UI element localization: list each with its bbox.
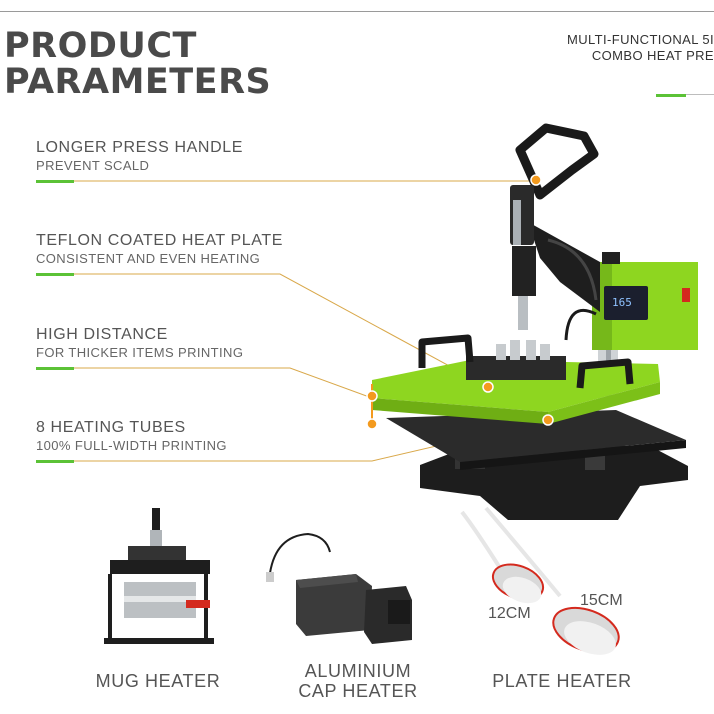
control-knob bbox=[602, 252, 620, 264]
page-title-line1: PRODUCT bbox=[4, 26, 197, 66]
feature-title: HIGH DISTANCE bbox=[36, 326, 168, 343]
platen-mount-plate bbox=[466, 356, 566, 380]
platen-handle-left bbox=[418, 334, 474, 368]
feature-heat-plate: TEFLON COATED HEAT PLATE CONSISTENT AND … bbox=[36, 232, 283, 267]
power-switch-icon bbox=[682, 288, 690, 302]
lower-platen-edge bbox=[460, 440, 686, 470]
mug-heater-label: MUG HEATER bbox=[95, 671, 221, 691]
product-subtitle: MULTI-FUNCTIONAL 5I COMBO HEAT PRE bbox=[544, 32, 714, 64]
mug-heater-illustration bbox=[104, 508, 214, 644]
control-display-readout: 165 bbox=[612, 296, 632, 309]
feature-underline bbox=[36, 180, 74, 183]
feature-title: 8 HEATING TUBES bbox=[36, 419, 186, 436]
callout-dot-handle bbox=[530, 174, 542, 186]
platen-springs bbox=[496, 340, 550, 360]
upper-platen-side bbox=[548, 382, 660, 424]
upper-platen bbox=[372, 360, 660, 412]
feature-subtitle: PREVENT SCALD bbox=[36, 158, 150, 173]
upper-arm bbox=[528, 222, 600, 312]
callout-dot-distance-lower bbox=[366, 418, 378, 430]
callout-dot-distance bbox=[366, 390, 378, 402]
plate-size-large: 15CM bbox=[580, 592, 623, 609]
plate-heater-label: PLATE HEATER bbox=[492, 671, 632, 691]
screw-housing bbox=[512, 246, 536, 296]
product-subtitle-line1: MULTI-FUNCTIONAL 5I bbox=[567, 32, 714, 47]
feature-subtitle: 100% FULL-WIDTH PRINTING bbox=[36, 438, 227, 453]
feature-subtitle: CONSISTENT AND EVEN HEATING bbox=[36, 251, 261, 266]
power-cable bbox=[564, 308, 597, 341]
feature-subtitle: FOR THICKER ITEMS PRINTING bbox=[36, 345, 244, 360]
product-subtitle-line2: COMBO HEAT PRE bbox=[591, 48, 714, 63]
feature-title: LONGER PRESS HANDLE bbox=[36, 139, 244, 156]
feature-press-handle: LONGER PRESS HANDLE PREVENT SCALD bbox=[36, 139, 243, 174]
control-display-bezel bbox=[604, 286, 648, 320]
plate-heater-illustration bbox=[460, 506, 620, 655]
cap-heater-label-line2: CAP HEATER bbox=[298, 681, 418, 701]
callout-dot-plate bbox=[482, 381, 494, 393]
handle-link-chrome bbox=[513, 200, 521, 245]
page-title-line2: PARAMETERS bbox=[4, 62, 272, 102]
lower-platen bbox=[386, 410, 686, 462]
callout-dot-tubes bbox=[542, 414, 554, 426]
feature-underline bbox=[36, 460, 74, 463]
press-handle bbox=[515, 123, 599, 200]
feature-underline bbox=[36, 367, 74, 370]
cap-heater-label: ALUMINIUM CAP HEATER bbox=[290, 661, 426, 701]
pressure-screw bbox=[518, 296, 528, 330]
platen-handle-right bbox=[576, 358, 634, 389]
top-divider bbox=[0, 11, 714, 12]
feature-high-distance: HIGH DISTANCE FOR THICKER ITEMS PRINTING bbox=[36, 326, 243, 361]
subtitle-green-rule bbox=[656, 94, 686, 97]
plate-size-small: 12CM bbox=[488, 605, 531, 622]
page-title: PRODUCT PARAMETERS bbox=[4, 28, 271, 100]
upper-platen-front bbox=[372, 398, 548, 424]
feature-heating-tubes: 8 HEATING TUBES 100% FULL-WIDTH PRINTING bbox=[36, 419, 227, 454]
cap-heater-label-line1: ALUMINIUM bbox=[304, 661, 412, 681]
leader-line-distance bbox=[74, 367, 373, 399]
cap-heater-illustration bbox=[266, 532, 412, 644]
feature-underline bbox=[36, 273, 74, 276]
feature-title: TEFLON COATED HEAT PLATE bbox=[36, 232, 284, 249]
